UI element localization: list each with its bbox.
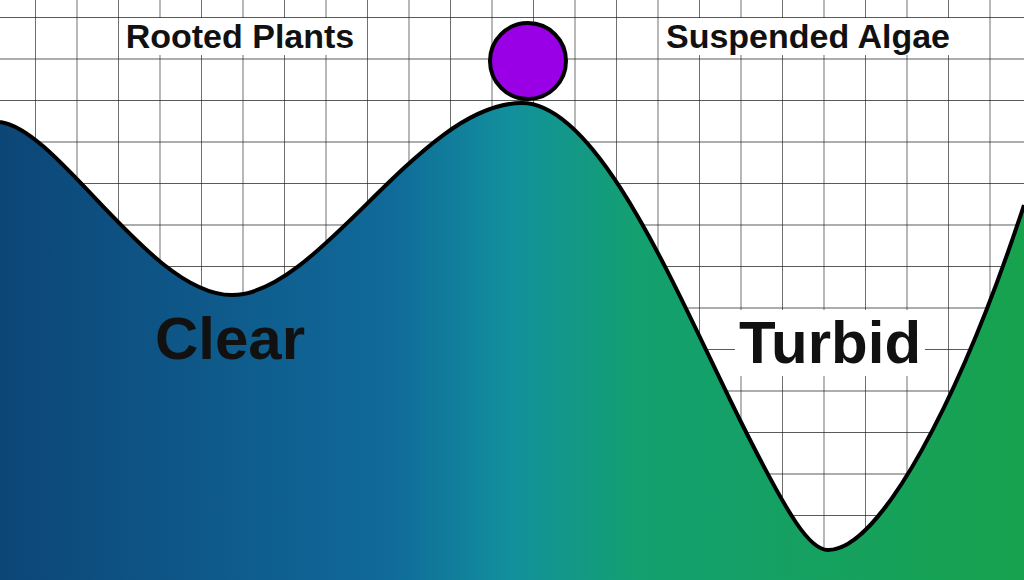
state-label: Suspended Algae: [662, 18, 954, 55]
regime-label: Turbid: [735, 310, 925, 376]
state-label: Rooted Plants: [122, 18, 359, 55]
landscape-outline: [0, 103, 1024, 550]
state-ball: [490, 23, 566, 99]
regime-label: Clear: [155, 306, 305, 372]
stability-landscape: [0, 103, 1024, 580]
